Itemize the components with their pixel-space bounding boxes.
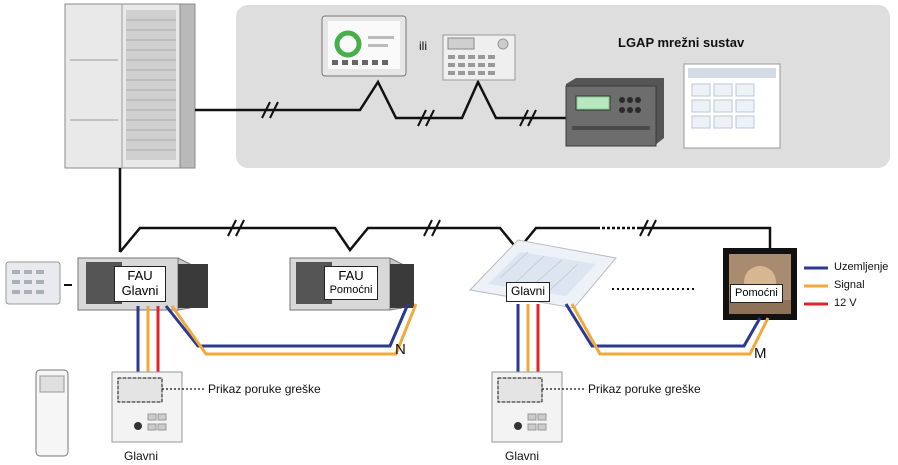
fau-main-label-line2: Glavni [121,282,159,298]
fau-secondary-label-line2: Pomoćni [329,283,373,296]
wired-controller-right-image [491,371,563,443]
wired-controller-left-image [111,371,183,443]
wires-fau-group [136,303,418,372]
wireless-remote-image [35,369,69,457]
cassette-main-label: Glavni [506,282,551,302]
network-system-title: LGAP mrežni sustav [618,35,745,50]
fau-main-label: FAU Glavni [114,266,166,302]
controller-left-caption: Glavni [124,449,159,463]
or-label: ili [419,39,427,53]
group-label-m: M [754,345,767,362]
break-marks [227,101,657,237]
fau-secondary-label: FAU Pomoćni [324,266,378,300]
fau-main-label-line1: FAU [127,268,153,283]
legend-label-power: 12 V [834,297,857,309]
fau-secondary-label-line1: FAU [338,268,364,283]
central-touch-controller-image [321,15,407,77]
lgap-gateway-image [565,78,664,147]
error-callout-left: Prikaz poruke greške [208,382,321,396]
pc-screen-image [683,63,781,149]
outdoor-unit-image [64,3,196,169]
legend-label-ground: Uzemljenje [834,261,889,273]
network-module-image [5,261,61,305]
wires-cassette-group [516,303,770,372]
legend-label-signal: Signal [834,279,865,291]
secondary-panel-image [723,248,797,320]
controller-right-caption: Glavni [505,449,540,463]
error-callout-right: Prikaz poruke greške [588,382,701,396]
keypad-controller-image [442,34,516,81]
panel-secondary-label: Pomoćni [730,284,783,303]
group-label-n: N [395,341,406,358]
